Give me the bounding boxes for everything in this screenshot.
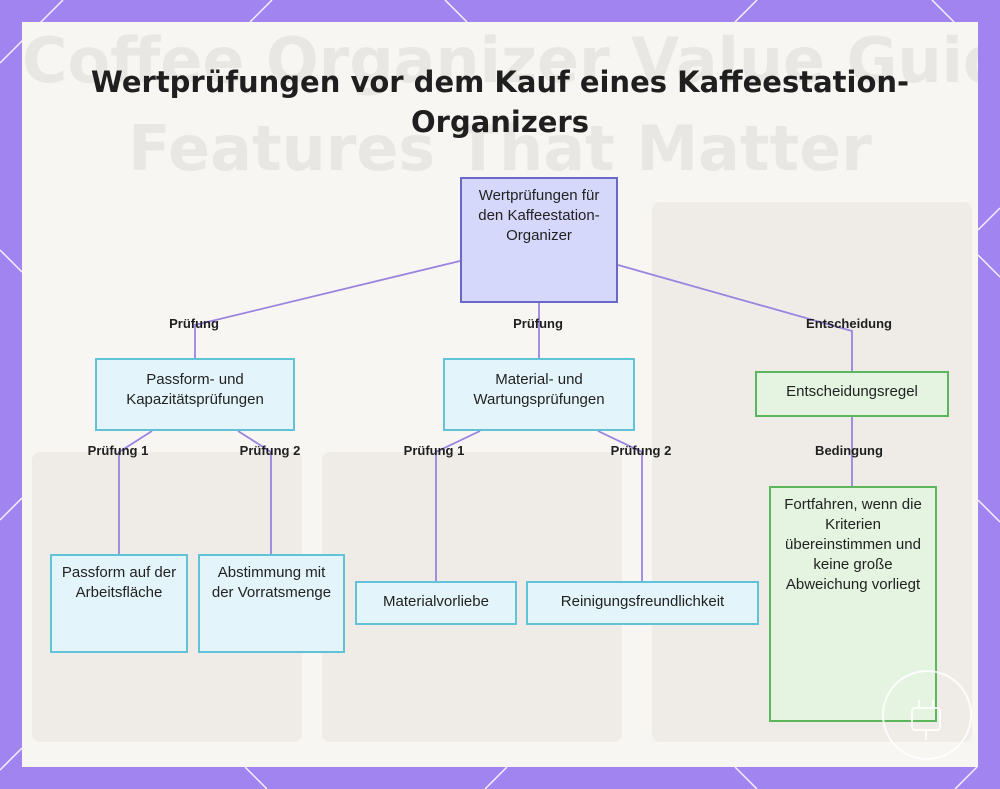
background-subheading: Features That Matter xyxy=(128,112,872,185)
node-countertop-fit-label: Passform auf der Arbeitsfläche xyxy=(61,564,177,601)
plug-icon xyxy=(911,700,941,740)
edge-label-root-decision: Entscheidung xyxy=(806,316,892,331)
background-heading: Coffee Organizer Value Guide xyxy=(22,24,978,97)
watermark-badge xyxy=(882,670,972,760)
edge-label-fit-2: Prüfung 2 xyxy=(239,443,301,458)
edge-label-fit-1: Prüfung 1 xyxy=(87,443,149,458)
edge-label-root-fit: Prüfung xyxy=(169,316,219,331)
edge-fit-stock xyxy=(237,430,272,554)
node-material-maintenance-label: Material- und Wartungsprüfungen xyxy=(473,371,605,408)
node-material-pref: Materialvorliebe xyxy=(355,581,517,625)
edge-label-root-material: Prüfung xyxy=(513,316,563,331)
node-fit-capacity-label: Passform- und Kapazitätsprüfungen xyxy=(126,371,264,408)
node-material-maintenance: Material- und Wartungsprüfungen xyxy=(443,358,635,431)
node-stock-match-label: Abstimmung mit der Vorratsmenge xyxy=(211,564,332,601)
node-cleaning-label: Reinigungsfreundlichkeit xyxy=(560,593,725,610)
node-decision-rule-label: Entscheidungsregel xyxy=(786,383,918,400)
node-material-pref-label: Materialvorliebe xyxy=(383,593,489,610)
edge-material-cleaning xyxy=(597,430,643,581)
edge-fit-countertop xyxy=(118,430,153,554)
diagram-card: Coffee Organizer Value Guide Features Th… xyxy=(22,22,978,767)
node-decision-rule: Entscheidungsregel xyxy=(755,371,949,417)
node-countertop-fit: Passform auf der Arbeitsfläche xyxy=(50,554,188,653)
node-root-label: Wertprüfungen für den Kaffeestation-Orga… xyxy=(478,187,600,244)
edge-label-decision-condition: Bedingung xyxy=(815,443,883,458)
node-cleaning: Reinigungsfreundlichkeit xyxy=(526,581,759,625)
node-stock-match: Abstimmung mit der Vorratsmenge xyxy=(198,554,345,653)
edge-root-fit xyxy=(194,260,461,358)
connector-lines xyxy=(118,260,853,581)
edge-label-material-2: Prüfung 2 xyxy=(610,443,672,458)
edge-material-pref xyxy=(435,430,481,581)
node-fit-capacity: Passform- und Kapazitätsprüfungen xyxy=(95,358,295,431)
node-proceed-label: Fortfahren, wenn die Kriterien übereinst… xyxy=(784,496,922,593)
edge-label-material-1: Prüfung 1 xyxy=(403,443,465,458)
node-root: Wertprüfungen für den Kaffeestation-Orga… xyxy=(460,177,618,303)
page-title: Wertprüfungen vor dem Kauf eines Kaffees… xyxy=(90,65,910,139)
edge-root-decision xyxy=(617,264,853,371)
